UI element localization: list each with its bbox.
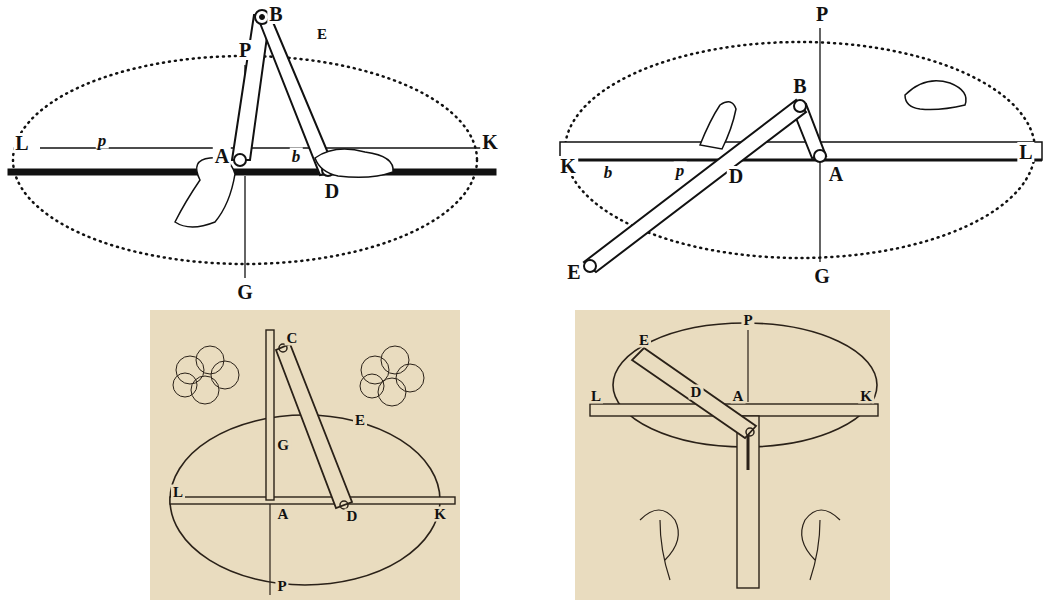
point-letter: E bbox=[565, 262, 582, 282]
point-letter: D bbox=[345, 509, 360, 524]
point-letter: P bbox=[741, 313, 754, 328]
point-letter: D bbox=[323, 181, 341, 201]
point-letter: A bbox=[213, 146, 231, 166]
point-letter: D bbox=[689, 385, 704, 400]
point-letter: K bbox=[858, 389, 874, 404]
point-letter: A bbox=[827, 164, 845, 184]
point-letter: L bbox=[13, 133, 30, 153]
point-letter: L bbox=[1017, 142, 1034, 162]
panel-one bbox=[8, 10, 496, 278]
point-letter: A bbox=[276, 507, 291, 522]
point-letter: L bbox=[171, 485, 185, 500]
point-letter: K bbox=[480, 132, 500, 152]
point-letter: p bbox=[96, 132, 109, 149]
point-letter: P bbox=[275, 579, 288, 594]
point-letter: P bbox=[814, 4, 830, 24]
panel-four bbox=[575, 310, 890, 600]
panel-three bbox=[150, 310, 460, 600]
point-letter: B bbox=[791, 76, 808, 96]
point-letter: D bbox=[727, 166, 745, 186]
point-letter: E bbox=[315, 27, 329, 42]
point-letter: C bbox=[285, 331, 300, 346]
point-letter: G bbox=[235, 282, 255, 302]
point-letter: E bbox=[637, 333, 651, 348]
point-letter: K bbox=[432, 507, 448, 522]
point-letter: b bbox=[290, 148, 303, 165]
point-letter: B bbox=[267, 4, 284, 24]
point-letter: A bbox=[731, 389, 746, 404]
point-letter: K bbox=[558, 156, 578, 176]
point-letter: E bbox=[353, 413, 367, 428]
point-letter: G bbox=[812, 266, 832, 286]
point-letter: G bbox=[275, 438, 291, 453]
point-letter: b bbox=[602, 164, 615, 181]
panel-two bbox=[560, 28, 1042, 272]
point-letter: p bbox=[674, 162, 687, 179]
point-letter: P bbox=[237, 40, 253, 60]
point-letter: L bbox=[589, 389, 603, 404]
